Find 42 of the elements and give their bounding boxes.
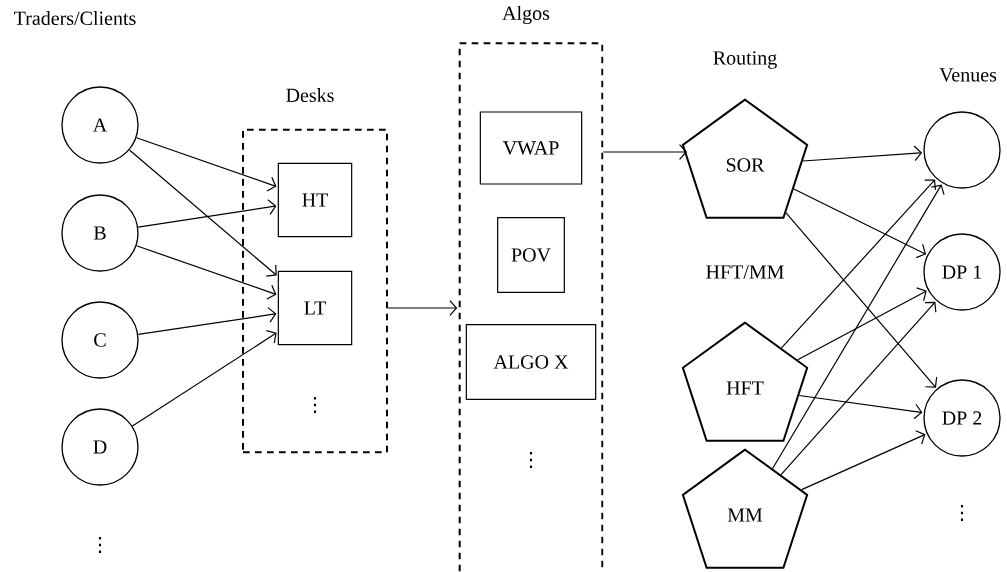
- arrow: [128, 149, 277, 277]
- box-node: POV: [497, 217, 565, 293]
- arrow: [135, 245, 277, 300]
- circle-node: A: [61, 86, 139, 164]
- arrow: [802, 145, 923, 162]
- pentagon-node: MM: [681, 448, 809, 569]
- ellipsis: ⋮: [529, 451, 533, 469]
- arrow: [780, 301, 937, 476]
- box-node: HT: [277, 162, 353, 238]
- arrow: [798, 394, 923, 420]
- group-heading: Routing: [713, 51, 777, 69]
- pentagon-node: SOR: [681, 98, 809, 219]
- arrow: [602, 144, 688, 160]
- box-node: VWAP: [479, 111, 583, 185]
- arrow: [131, 330, 277, 427]
- arrow: [785, 212, 938, 388]
- group-heading: Traders/Clients: [14, 11, 136, 26]
- box-node: LT: [277, 270, 353, 346]
- arrow: [797, 287, 927, 361]
- arrow: [137, 199, 277, 228]
- arrow: [135, 137, 277, 192]
- group-heading: HFT/MM: [706, 265, 784, 279]
- ellipsis: ⋮: [960, 504, 964, 522]
- circle-node: C: [61, 301, 139, 379]
- arrow: [780, 179, 937, 349]
- arrow: [772, 184, 945, 470]
- arrow: [137, 307, 277, 335]
- group-heading: Venues: [939, 68, 997, 82]
- circle-node: D: [61, 408, 139, 486]
- group-heading: Algos: [502, 5, 550, 25]
- arrow: [793, 188, 927, 259]
- circle-node: DP 2: [923, 379, 1001, 457]
- arrow: [387, 300, 458, 316]
- circle-node: B: [61, 194, 139, 272]
- group-heading: Desks: [286, 88, 334, 103]
- box-node: ALGO X: [465, 324, 597, 400]
- ellipsis: ⋮: [313, 396, 316, 414]
- circle-node: DP 1: [923, 233, 1001, 311]
- ellipsis: ⋮: [98, 536, 101, 554]
- circle-node: [923, 111, 1001, 189]
- pentagon-node: HFT: [681, 321, 809, 442]
- arrow: [801, 430, 926, 491]
